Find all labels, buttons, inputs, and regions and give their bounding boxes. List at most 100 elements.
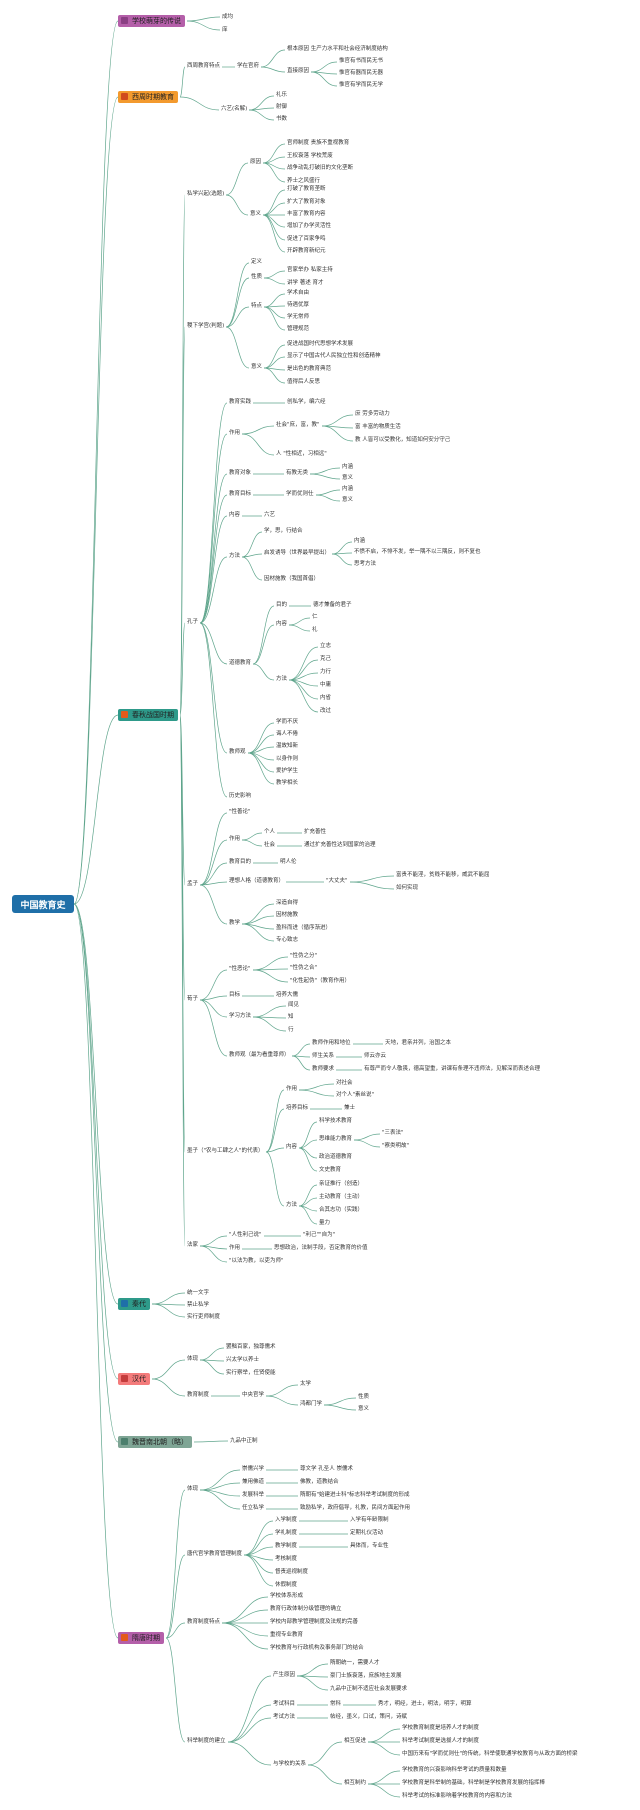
node-st-c2[interactable]: 豪门士族衰落，庶族地主发展 [330,1673,402,1679]
node-kz-ls[interactable]: 历史影响 [229,793,252,799]
node-fj-a[interactable]: "人性利己说" [229,1232,262,1238]
node-fj[interactable]: 法家 [187,1242,199,1248]
era-node-legend[interactable]: 学校萌芽的传说 [118,15,185,27]
node-kz-mb-a[interactable]: 内涵 [342,486,354,492]
node-st-g1v[interactable]: 入学有年龄限制 [350,1517,389,1523]
node-xz-x3[interactable]: "化性起伪"（教育作用） [290,978,351,984]
node-kz-shzy[interactable]: 社会"庶，富，教" [276,422,320,428]
node-kz-dd3[interactable]: 方法 [276,676,288,682]
node-mo-f1[interactable]: 亲证推行（创造） [319,1181,364,1187]
node-st-4v[interactable]: 致励私学，政府倡导，礼教，民间方面起作用 [300,1505,411,1511]
node-st-g1[interactable]: 入学制度 [275,1517,298,1523]
node-jx-x1[interactable]: 官家举办 私家主持 [287,267,333,273]
node-kz-qf[interactable]: 启发诱导（世界最早提出） [264,550,331,556]
node-xz-js[interactable]: 教师观（最为看重尊师） [229,1052,290,1058]
node-st-km1[interactable]: 常科 [330,1701,342,1707]
node-st-xc1[interactable]: 学校教育制度是培养人才的制度 [402,1725,480,1731]
node-xz-xf3[interactable]: 行 [288,1027,294,1033]
node-st-gx[interactable]: 唐代官学教育管理制度 [187,1551,243,1557]
node-mz-sh[interactable]: 社会 [264,842,276,848]
node-kz-fa2[interactable]: 克己 [320,656,332,662]
node-xz-l2[interactable]: 射御 [276,104,288,110]
node-kz-mb-v[interactable]: 学而优则仕 [286,491,314,497]
node-kz-j4[interactable]: 以身作则 [276,756,299,762]
node-xz-zj[interactable]: 直接原因 [287,68,310,74]
node-mz-j1[interactable]: 深造自得 [276,900,299,906]
node-st-kj[interactable]: 科举制度的建立 [187,1738,226,1744]
node-st-g4[interactable]: 考核制度 [275,1556,298,1562]
node-st-t4[interactable]: 重视专业教育 [270,1632,304,1638]
node-mo-zy[interactable]: 作用 [286,1086,298,1092]
node-st-t1[interactable]: 学校体系形成 [270,1593,304,1599]
node-xz-js1[interactable]: 教师作用和地位 [312,1040,351,1046]
era-node-han[interactable]: 汉代 [118,1373,150,1385]
node-mo-ff[interactable]: 方法 [286,1202,298,1208]
node-mo-nr[interactable]: 内容 [286,1144,298,1150]
node-st-xc[interactable]: 相互促进 [344,1738,367,1744]
node-st-g3[interactable]: 教学制度 [275,1543,298,1549]
node-mo-n3[interactable]: 政治道德教育 [319,1154,353,1160]
node-xz-xf[interactable]: 学习方法 [229,1013,252,1019]
node-st-t3[interactable]: 学校内部教学管理制度及法规的完善 [270,1619,359,1625]
node-mz-jx[interactable]: 教学 [229,920,241,926]
node-xz-js3[interactable]: 教师要求 [312,1066,335,1072]
node-hd-2[interactable]: 兴太学以养士 [226,1357,260,1363]
node-cq-i3[interactable]: 丰富了教育内容 [287,211,326,217]
node-xz-l1[interactable]: 礼乐 [276,92,288,98]
era-node-sui-tang[interactable]: 隋唐时期 [118,1632,164,1644]
node-st-1[interactable]: 崇儒兴学 [242,1466,265,1472]
node-mz-lx[interactable]: 理想人格（道德教育） [229,878,285,884]
node-hd-zy[interactable]: 中央官学 [242,1392,265,1398]
node-hd-tx[interactable]: 太学 [300,1381,312,1387]
node-kz-q2[interactable]: 不愤不启，不悱不发，举一隅不以三隅反，则不复也 [354,549,481,555]
node-kz-nr-v[interactable]: 六艺 [264,512,276,518]
node-xz-xe[interactable]: "性恶论" [229,966,251,972]
node-cq-y4[interactable]: 养士之风盛行 [287,178,321,184]
node-xz[interactable]: 荀子 [187,996,199,1002]
node-st-g2v[interactable]: 定期礼仪活动 [350,1530,384,1536]
node-jx-t4[interactable]: 管理规范 [287,326,310,332]
node-st-xz1[interactable]: 学校教育的兴衰影响科举考试的质量和数量 [402,1767,507,1773]
node-kz-q3[interactable]: 思考方法 [354,561,377,567]
node-kz-dx-a[interactable]: 内涵 [342,464,354,470]
node-hd-1[interactable]: 罢黜百家，独尊儒术 [226,1344,276,1350]
node-fj-zy-v[interactable]: 思想政治，法制手段，否定教育的价值 [274,1245,368,1251]
node-kz-dd2b[interactable]: 礼 [312,627,318,633]
node-xz-x1[interactable]: "性伪之分" [290,953,318,959]
node-st-kf-v[interactable]: 帖经，墨义，口试，策问，诗赋 [330,1714,408,1720]
node-jx-td[interactable]: 特点 [251,303,263,309]
node-xz-ly[interactable]: 六艺(名解) [221,106,248,112]
node-mo-n1[interactable]: 科学技术教育 [319,1118,353,1124]
node-mo-mb[interactable]: 培养目标 [286,1105,309,1111]
node-kz-fa6[interactable]: 改过 [320,708,332,714]
node-cq-i5[interactable]: 促进了百家争鸣 [287,236,326,242]
node-mz-j3[interactable]: 盈科而进（循序渐进） [276,925,332,931]
node-kz-ff[interactable]: 方法 [229,553,241,559]
node-kz-rx[interactable]: 人 "性相近，习相远" [276,451,327,457]
node-st-g5[interactable]: 督责巡视制度 [275,1569,309,1575]
node-kz-jysj-v[interactable]: 创私学，编六经 [287,399,326,405]
node-kz-js[interactable]: 教师观 [229,749,246,755]
node-xz-mb-v[interactable]: 培养大儒 [276,992,299,998]
era-node-qin[interactable]: 秦代 [118,1298,150,1310]
node-fj-b[interactable]: "利己""自为" [303,1232,336,1238]
node-jx[interactable]: 稷下学宫(判题) [187,323,225,329]
node-mz-d2[interactable]: 如何实现 [396,885,419,891]
node-st-xz[interactable]: 相互制约 [344,1780,367,1786]
node-xz-z1[interactable]: 惟官有书而民无书 [339,58,384,64]
node-kz-s1[interactable]: 庶 劳多劳动力 [355,411,390,417]
node-st-g3v[interactable]: 具体而，专业性 [350,1543,389,1549]
node-kz-yc[interactable]: 因材施教（我国首倡） [264,576,320,582]
era-node-western-zhou[interactable]: 西周时期教育 [118,91,178,103]
era-node-wei-jin[interactable]: 魏晋南北朝（略） [118,1436,192,1448]
node-cq-y3[interactable]: 战争动乱打破旧的文化垄断 [287,165,354,171]
node-kz-f1[interactable]: 学，思，行结合 [264,528,303,534]
node-hd-ty[interactable]: 体现 [187,1356,199,1362]
node-st-2[interactable]: 兼用佛道 [242,1479,265,1485]
node-jx-t1[interactable]: 学术自由 [287,290,310,296]
node-mo[interactable]: 墨子（"农与工肆之人"的代表） [187,1148,264,1154]
node-cq-i6[interactable]: 开辟教育新纪元 [287,248,326,254]
node-kz-dd1v[interactable]: 德才兼备的君子 [313,602,352,608]
node-kz-dx-v[interactable]: 有教无类 [286,470,309,476]
node-xz-td[interactable]: 西周教育特点 [187,63,221,69]
